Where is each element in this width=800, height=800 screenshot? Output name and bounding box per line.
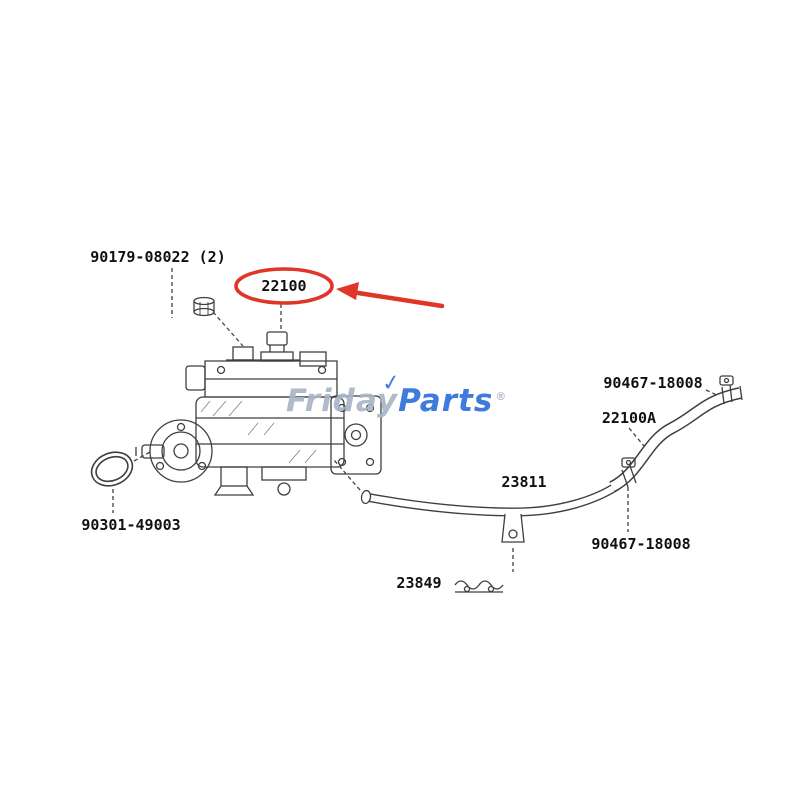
oring-90301-drawing	[90, 451, 134, 487]
pipe-23811-drawing	[360, 482, 620, 543]
highlight-arrow-shaft	[349, 289, 445, 309]
leader-lines	[112, 268, 722, 572]
highlight-22100	[234, 267, 445, 309]
part-label-23811: 23811	[501, 473, 547, 491]
hose-clamp-bottom-drawing	[621, 457, 637, 488]
part-label-90179-08022: 90179-08022 (2)	[90, 248, 226, 266]
part-label-22100a: 22100A	[601, 409, 657, 427]
hose-clamp-top-drawing	[719, 375, 734, 405]
nut-90179-drawing	[193, 296, 215, 317]
watermark: FridayParts® ✓	[286, 370, 508, 419]
watermark-text-gray: Friday	[286, 383, 399, 419]
part-label-90467-18008-bottom: 90467-18008	[591, 535, 691, 553]
part-label-90301-49003: 90301-49003	[81, 516, 181, 534]
watermark-text-blue: Parts	[398, 383, 494, 419]
part-label-22100: 22100	[261, 277, 307, 295]
part-label-23849: 23849	[396, 574, 442, 592]
hose-22100a-drawing	[608, 385, 743, 493]
watermark-check-icon: ✓	[380, 369, 404, 398]
highlight-arrow-head	[336, 282, 359, 300]
watermark-registered-mark: ®	[495, 389, 508, 403]
injection-pump-drawing	[135, 331, 382, 496]
clamp-23849-drawing	[454, 580, 504, 593]
part-label-90467-18008-top: 90467-18008	[603, 374, 703, 392]
highlight-ellipse	[234, 267, 334, 305]
